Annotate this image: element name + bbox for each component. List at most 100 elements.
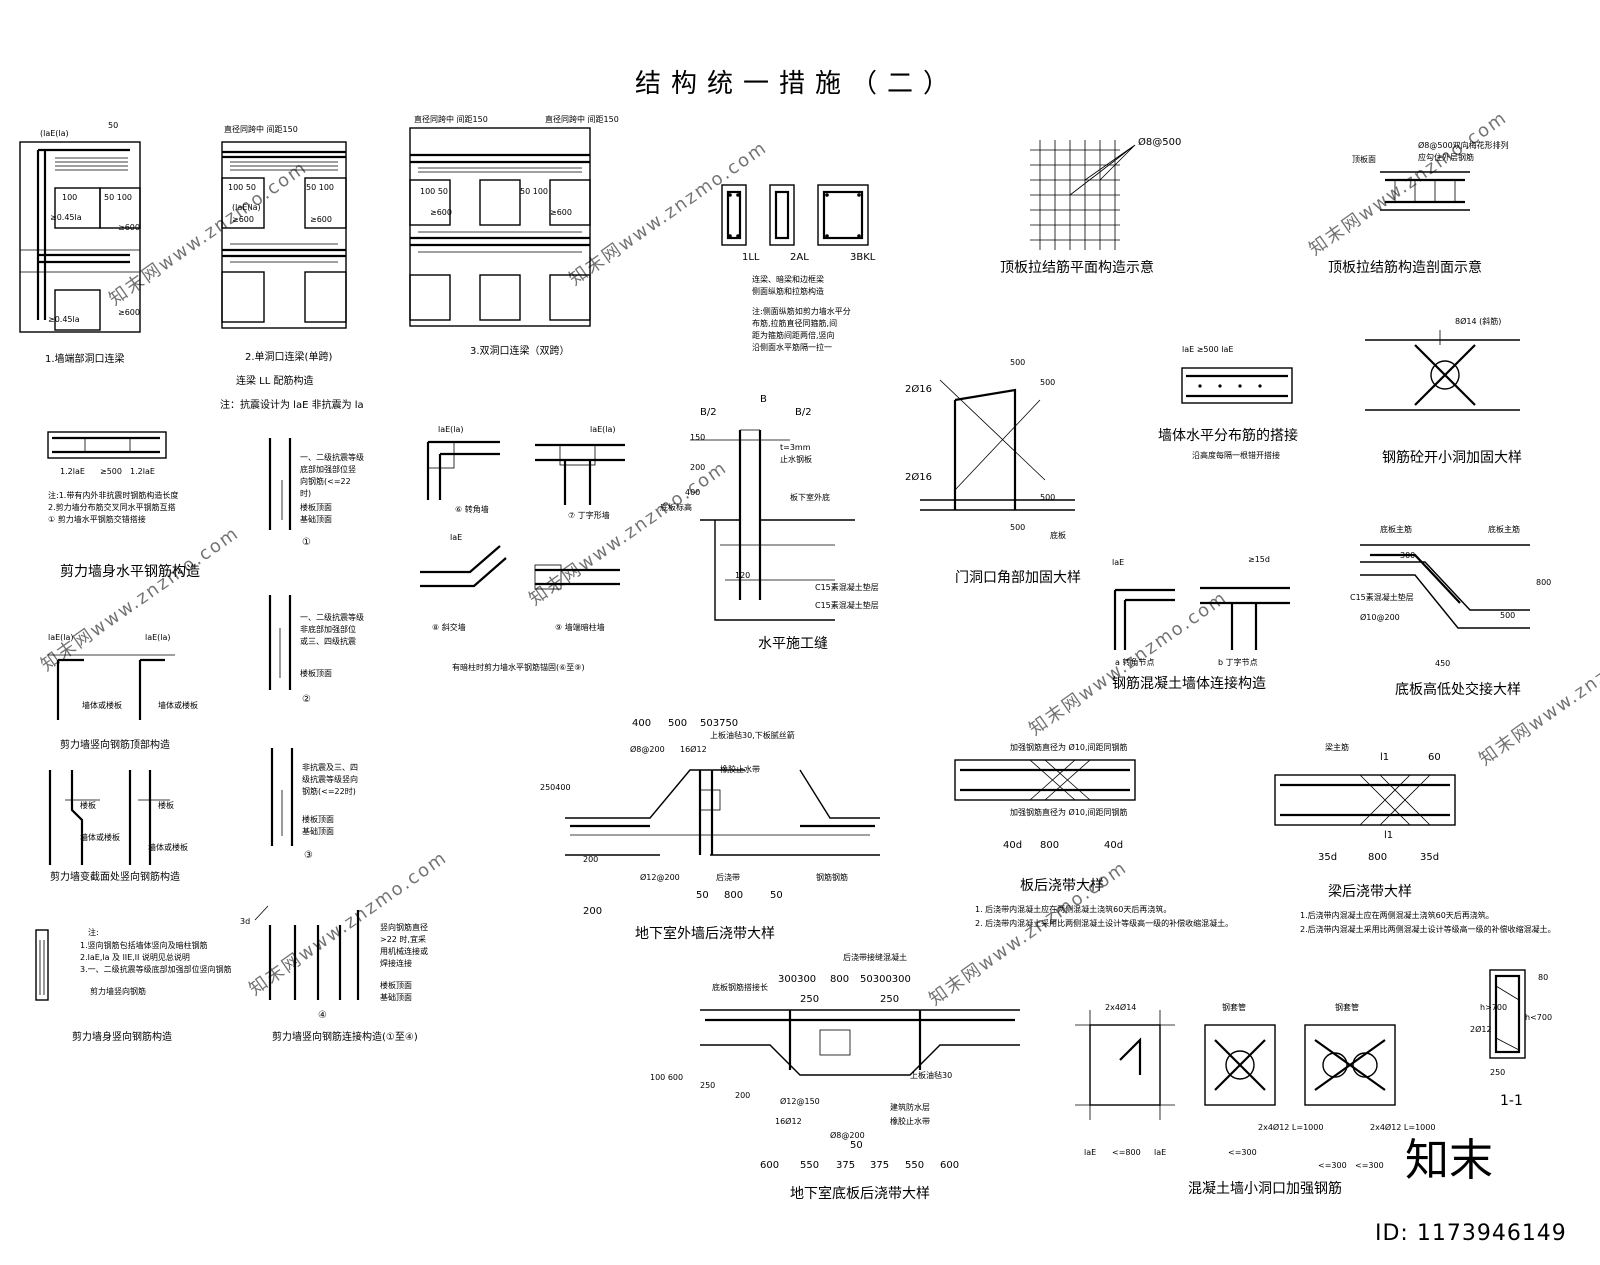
- outer-wall-post-pour: 400 500 503750 上板油毡30,下板腻丝箭 Ø8@200 16Ø12…: [540, 718, 880, 942]
- svg-text:375: 375: [836, 1160, 855, 1171]
- svg-text:应勾住外层钢筋: 应勾住外层钢筋: [1418, 152, 1474, 162]
- hole-reinforcement: 8Ø14 (斜筋) 钢筋砼开小洞加固大样: [1365, 316, 1522, 466]
- masonry-connection: laE ≥15d a 转角节点 b 丁字节点 钢筋混凝土墙体连接构造: [1112, 555, 1290, 692]
- svg-text:加强钢筋直径为 Ø10,间距同钢筋: 加强钢筋直径为 Ø10,间距同钢筋: [1010, 807, 1128, 817]
- svg-text:800: 800: [1368, 852, 1387, 863]
- svg-text:底板主筋: 底板主筋: [1380, 524, 1412, 534]
- svg-text:楼板顶面: 楼板顶面: [300, 668, 332, 678]
- svg-text:连梁、暗梁和边框梁: 连梁、暗梁和边框梁: [752, 274, 824, 284]
- svg-text:40d: 40d: [1104, 840, 1123, 851]
- svg-text:直径同跨中 间距150: 直径同跨中 间距150: [545, 114, 619, 124]
- small-hole-dim-4: <=300: [1228, 1148, 1257, 1157]
- svg-text:200: 200: [690, 463, 705, 472]
- svg-text:h<700: h<700: [1525, 1013, 1552, 1022]
- svg-text:3d: 3d: [240, 917, 250, 926]
- svg-text:一、二级抗震等级: 一、二级抗震等级: [300, 452, 364, 462]
- svg-text:①: ①: [302, 537, 311, 548]
- caption-wall-splice: 剪力墙竖向钢筋连接构造(①至④): [272, 1030, 418, 1043]
- caption-small-hole: 混凝土墙小洞口加强钢筋: [1188, 1180, 1342, 1197]
- svg-text:200: 200: [583, 855, 598, 864]
- caption-wall-vertical: 剪力墙身竖向钢筋构造: [72, 1030, 172, 1043]
- svg-text:2Ø16: 2Ø16: [905, 471, 932, 483]
- svg-text:钢筋钢筋: 钢筋钢筋: [816, 872, 848, 882]
- caption-door-corner: 门洞口角部加固大样: [955, 570, 1081, 586]
- svg-text:800: 800: [724, 890, 743, 901]
- svg-text:50 100: 50 100: [306, 183, 334, 192]
- caption-construction-joint: 水平施工缝: [758, 636, 828, 652]
- svg-text:120: 120: [735, 571, 750, 580]
- caption-basement-band: 地下室底板后浇带大样: [790, 1185, 930, 1202]
- roof-section-rebar: Ø8@500双向梅花形排列: [1418, 140, 1509, 150]
- door-rebar: 2Ø16: [905, 383, 932, 395]
- svg-text:上板油毡30: 上板油毡30: [910, 1070, 952, 1080]
- small-hole-dim-left: laE: [1084, 1148, 1096, 1157]
- svg-text:300: 300: [1400, 551, 1415, 560]
- wall-splice-4: 3d 竖向钢筋直径 >22 时,宜采 用机械连接或 焊接连接 楼板顶面 基础顶面…: [240, 905, 428, 1043]
- svg-text:Ø8@200: Ø8@200: [630, 744, 665, 754]
- svg-text:钢筋(<=22时): 钢筋(<=22时): [302, 786, 356, 796]
- caption-lintel-group: 连梁 LL 配筋构造: [236, 374, 314, 387]
- svg-text:2.剪力墙分布筋交叉同水平钢筋互搭: 2.剪力墙分布筋交叉同水平钢筋互搭: [48, 502, 176, 512]
- svg-text:b 丁字节点: b 丁字节点: [1218, 657, 1258, 667]
- svg-text:100 50: 100 50: [228, 183, 256, 192]
- svg-text:16Ø12: 16Ø12: [680, 744, 707, 754]
- slab-band-note-1: 1. 后浇带内混凝土应在两侧混凝土浇筑60天后再浇筑。: [975, 904, 1171, 914]
- joint-8: ⑧ 斜交墙: [432, 622, 466, 632]
- svg-text:级抗震等级竖向: 级抗震等级竖向: [302, 774, 358, 784]
- wall-horizontal-rebar: 1.2laE ≥500 1.2laE 注:1.带有内外非抗震时钢筋构造长度 2.…: [47, 431, 200, 580]
- svg-text:laE: laE: [450, 533, 462, 542]
- svg-text:35d: 35d: [1318, 852, 1337, 863]
- svg-text:laE(la): laE(la): [145, 633, 171, 642]
- svg-text:≥500: ≥500: [100, 467, 122, 476]
- svg-text:1.2laE: 1.2laE: [130, 467, 155, 476]
- caption-section-1-1: 1-1: [1500, 1093, 1523, 1109]
- svg-text:400: 400: [632, 718, 651, 729]
- caption-outer-wall-band: 地下室外墙后浇带大样: [635, 925, 775, 942]
- small-hole-dim-mid: <=800: [1112, 1148, 1141, 1157]
- svg-text:500: 500: [1040, 378, 1055, 387]
- svg-text:墙体或楼板: 墙体或楼板: [158, 700, 198, 710]
- brand-watermark: 知末: [1405, 1135, 1493, 1186]
- section-3bkl: 3BKL: [850, 252, 876, 263]
- image-id-label: ID: 1173946149: [1375, 1221, 1567, 1246]
- section-1-1: 80 h>700 h<700 2Ø12 250 1-1: [1470, 969, 1552, 1109]
- svg-text:300300: 300300: [778, 974, 816, 985]
- svg-text:非抗震及三、四: 非抗震及三、四: [302, 762, 358, 772]
- svg-text:16Ø12: 16Ø12: [775, 1116, 802, 1126]
- caption-masonry-connection: 钢筋混凝土墙体连接构造: [1112, 675, 1266, 692]
- svg-text:800: 800: [1536, 578, 1551, 587]
- svg-text:50: 50: [770, 890, 783, 901]
- svg-text:450: 450: [1435, 659, 1450, 668]
- caption-wall-change: 剪力墙变截面处竖向钢筋构造: [50, 870, 180, 883]
- caption-wall-lap: 墙体水平分布筋的搭接: [1158, 427, 1298, 444]
- svg-text:Ø12@150: Ø12@150: [780, 1096, 820, 1106]
- svg-text:楼板顶面: 楼板顶面: [380, 980, 412, 990]
- svg-text:钢套管: 钢套管: [1335, 1002, 1359, 1012]
- svg-text:60: 60: [1428, 752, 1441, 763]
- caption-lintel-3: 3.双洞口连梁（双跨）: [470, 344, 570, 357]
- svg-text:800: 800: [830, 974, 849, 985]
- svg-text:(laE(la): (laE(la): [40, 129, 69, 138]
- caption-lintel-note: 注：抗震设计为 laE 非抗震为 la: [220, 398, 364, 411]
- svg-text:楼板: 楼板: [158, 800, 174, 810]
- small-hole-dim-right: laE: [1154, 1148, 1166, 1157]
- caption-slab-step: 底板高低处交接大样: [1395, 681, 1521, 698]
- lintel-detail-1: (laE(la) 50 100 50 100 ≥600 ≥0.45la ≥600…: [19, 121, 141, 365]
- svg-text:≥0.45la: ≥0.45la: [50, 213, 82, 222]
- svg-text:一、二级抗震等级: 一、二级抗震等级: [300, 612, 364, 622]
- svg-text:墙体或楼板: 墙体或楼板: [148, 842, 188, 852]
- svg-text:100 50: 100 50: [420, 187, 448, 196]
- beam-post-pour: 梁主筋 l1 60 l1 35d 800 35d 梁后浇带大样 1.后浇带内混凝…: [1274, 742, 1556, 934]
- svg-text:橡胶止水带: 橡胶止水带: [720, 764, 760, 774]
- hole-rebar: 8Ø14 (斜筋): [1455, 316, 1501, 326]
- beam-band-note-2: 2.后浇带内混凝土采用比两侧混凝土设计等级高一级的补偿收缩混凝土。: [1300, 924, 1556, 934]
- svg-text:250: 250: [880, 994, 899, 1005]
- roof-section-tie: Ø8@500双向梅花形排列 应勾住外层钢筋 顶板面 顶板拉结筋构造剖面示意: [1328, 140, 1509, 276]
- svg-text:知末网www.znzmo.com: 知末网www.znzmo.com: [105, 157, 311, 310]
- svg-text:知末网www.znzmo.com: 知末网www.znzmo.com: [1025, 587, 1231, 740]
- caption-beam-band: 梁后浇带大样: [1328, 884, 1412, 900]
- horizontal-construction-joint: B/2 B B/2 t=3mm 止水钢板 板下室外底 底板标高 150 200 …: [660, 394, 879, 652]
- svg-text:剪力墙竖向钢筋: 剪力墙竖向钢筋: [90, 986, 146, 996]
- svg-text:2x4Ø14: 2x4Ø14: [1105, 1002, 1136, 1012]
